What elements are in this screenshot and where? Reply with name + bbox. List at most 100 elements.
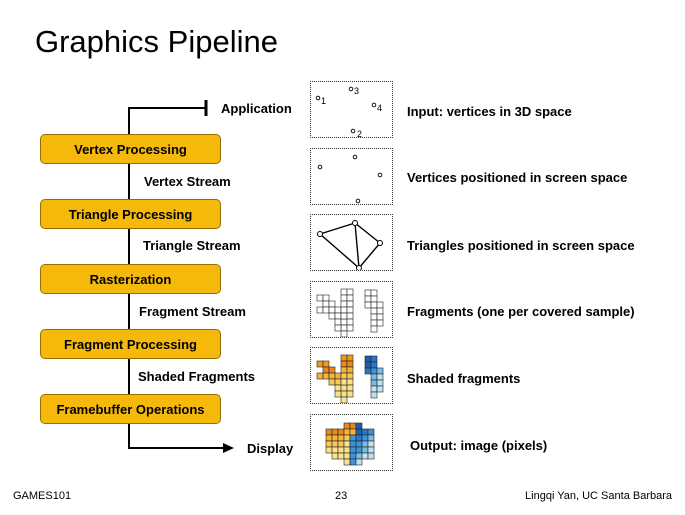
fragment-cell	[340, 330, 348, 337]
fragment-cell	[376, 319, 384, 327]
output-pixel-cell	[331, 446, 339, 454]
output-pixel-cell	[337, 440, 345, 448]
application-label: Application	[221, 101, 292, 116]
output-pixel-cell	[355, 458, 363, 466]
shaded-fragment-cell	[322, 366, 330, 374]
output-pixel-cell	[325, 428, 333, 436]
output-pixel-cell	[331, 428, 339, 436]
fragment-cell	[346, 288, 354, 296]
shaded-fragment-cell	[370, 373, 378, 381]
vertex-2-point	[350, 128, 356, 134]
shaded-fragment-cell	[328, 366, 336, 374]
vertex-4-point	[371, 102, 377, 108]
shaded-fragment-cell	[346, 360, 354, 368]
description-vertices: Vertices positioned in screen space	[407, 170, 628, 185]
fragment-cell	[316, 294, 324, 302]
fragment-cell	[322, 300, 330, 308]
shaded-fragment-cell	[364, 361, 372, 369]
shaded-fragment-cell	[340, 354, 348, 362]
fragment-cell	[370, 319, 378, 327]
output-pixel-cell	[355, 446, 363, 454]
slide-title: Graphics Pipeline	[35, 24, 278, 59]
fragment-cell	[340, 300, 348, 308]
output-pixel-cell	[343, 452, 351, 460]
footer-course: GAMES101	[13, 490, 72, 502]
shaded-fragment-cell	[376, 385, 384, 393]
output-pixel-cell	[367, 440, 375, 448]
output-pixel-cell	[331, 434, 339, 442]
shaded-fragment-cell	[364, 367, 372, 375]
output-pixel-cell	[343, 440, 351, 448]
panel-screen-vertices	[310, 148, 393, 205]
fragment-cell	[370, 313, 378, 321]
shaded-fragment-cell	[376, 373, 384, 381]
output-pixel-cell	[349, 434, 357, 442]
shaded-fragment-cell	[334, 384, 342, 392]
output-pixel-cell	[349, 428, 357, 436]
panel-fragments	[310, 281, 393, 338]
output-pixel-cell	[361, 428, 369, 436]
shaded-fragment-cell	[334, 378, 342, 386]
shaded-fragment-cell	[346, 354, 354, 362]
display-arrow-head	[223, 443, 234, 453]
fragment-cell	[346, 318, 354, 326]
fragment-cell	[322, 306, 330, 314]
shaded-fragment-cell	[370, 367, 378, 375]
stream-fragment: Fragment Stream	[139, 304, 246, 319]
stage-fragment-processing: Fragment Processing	[40, 329, 221, 359]
output-pixel-cell	[367, 446, 375, 454]
vertex-4-label: 4	[377, 103, 382, 113]
vertex-1-label: 1	[321, 96, 326, 106]
display-label: Display	[247, 441, 294, 456]
output-pixel-cell	[367, 428, 375, 436]
fragment-cell	[316, 306, 324, 314]
panel-output-image	[310, 414, 393, 471]
fragment-cell	[322, 294, 330, 302]
output-pixel-cell	[349, 458, 357, 466]
fragment-cell	[340, 288, 348, 296]
description-input: Input: vertices in 3D space	[407, 104, 572, 119]
output-pixel-cell	[349, 440, 357, 448]
shaded-fragment-cell	[316, 360, 324, 368]
vertex-3-point	[348, 86, 354, 92]
shaded-fragment-cell	[376, 379, 384, 387]
output-pixel-cell	[355, 422, 363, 430]
shaded-fragment-cell	[340, 360, 348, 368]
stream-triangle: Triangle Stream	[143, 238, 241, 253]
fragment-cell	[370, 295, 378, 303]
output-pixel-cell	[349, 446, 357, 454]
description-triangles: Triangles positioned in screen space	[407, 238, 635, 253]
shaded-fragment-cell	[340, 372, 348, 380]
fragment-cell	[328, 300, 336, 308]
output-pixel-cell	[343, 446, 351, 454]
shaded-fragment-cell	[328, 372, 336, 380]
output-pixel-cell	[355, 440, 363, 448]
output-pixel-cell	[337, 428, 345, 436]
stage-rasterization: Rasterization	[40, 264, 221, 294]
shaded-fragment-cell	[370, 361, 378, 369]
shaded-fragment-cell	[370, 391, 378, 399]
description-shaded: Shaded fragments	[407, 371, 521, 386]
fragment-cell	[376, 307, 384, 315]
fragment-cell	[364, 301, 372, 309]
shaded-fragment-cell	[322, 360, 330, 368]
fragment-cell	[370, 325, 378, 333]
output-pixel-cell	[355, 452, 363, 460]
output-pixel-cell	[337, 446, 345, 454]
shaded-fragment-cell	[346, 372, 354, 380]
fragment-cell	[346, 300, 354, 308]
output-pixel-cell	[325, 434, 333, 442]
description-output: Output: image (pixels)	[410, 438, 548, 453]
fragment-cell	[370, 307, 378, 315]
fragment-cell	[346, 306, 354, 314]
output-pixel-cell	[343, 422, 351, 430]
fragment-cell	[340, 318, 348, 326]
panel-input-vertices: 1 3 4 2	[310, 81, 393, 138]
stage-vertex-processing: Vertex Processing	[40, 134, 221, 164]
stream-vertex: Vertex Stream	[144, 174, 231, 189]
output-pixel-cell	[367, 452, 375, 460]
shaded-fragment-cell	[334, 372, 342, 380]
fragment-cell	[364, 295, 372, 303]
shaded-fragment-cell	[346, 384, 354, 392]
fragment-cell	[370, 301, 378, 309]
